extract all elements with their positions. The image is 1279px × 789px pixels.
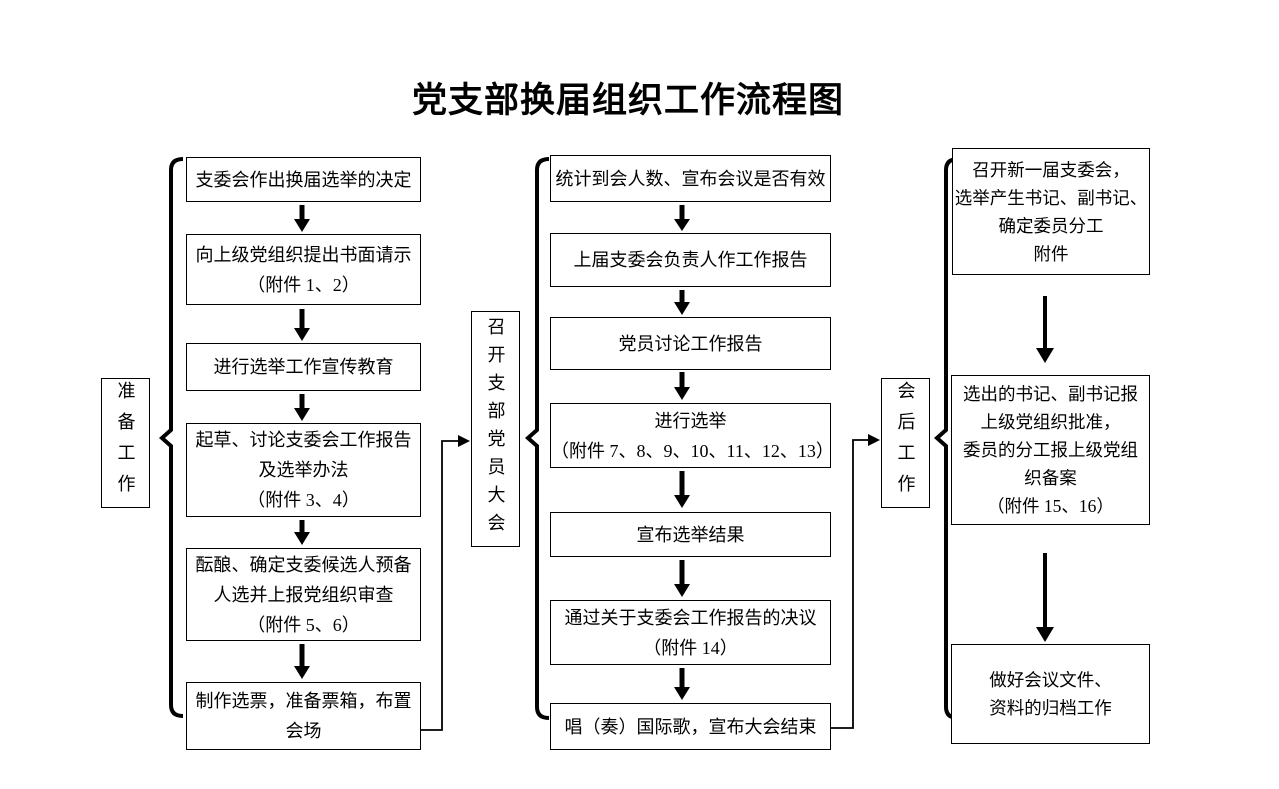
arrow-down-icon — [1036, 296, 1054, 363]
flow-box-preparation-5: 酝酿、确定支委候选人预备 人选并上报党组织审查 （附件 5、6） — [186, 548, 421, 641]
stage-label-assembly: 召开支部党员大会 — [471, 311, 520, 547]
stage-label-preparation: 准备工作 — [101, 378, 150, 508]
elbow-connector-to-assembly — [421, 435, 470, 731]
flow-box-preparation-1: 支委会作出换届选举的决定 — [186, 157, 421, 202]
flow-box-assembly-1: 统计到会人数、宣布会议是否有效 — [550, 155, 831, 202]
flow-box-assembly-6: 通过关于支委会工作报告的决议 （附件 14） — [550, 600, 831, 665]
arrow-down-icon — [674, 205, 690, 231]
arrow-down-icon — [294, 520, 310, 545]
flow-box-assembly-3: 党员讨论工作报告 — [550, 317, 831, 370]
flow-box-assembly-4: 进行选举 （附件 7、8、9、10、11、12、13） — [550, 403, 834, 468]
flow-box-preparation-6: 制作选票，准备票箱，布置 会场 — [186, 682, 421, 750]
flow-box-preparation-3: 进行选举工作宣传教育 — [186, 343, 421, 391]
brace-preparation-column — [158, 157, 184, 718]
flow-box-assembly-7: 唱（奏）国际歌，宣布大会结束 — [550, 703, 831, 750]
arrow-down-icon — [674, 290, 690, 315]
elbow-connector-to-post — [831, 434, 880, 729]
page-title: 党支部换届组织工作流程图 — [411, 81, 844, 120]
arrow-down-icon — [674, 560, 690, 597]
brace-assembly-column — [524, 157, 550, 720]
flow-box-preparation-2: 向上级党组织提出书面请示 （附件 1、2） — [186, 234, 421, 305]
stage-label-post: 会后工作 — [881, 378, 930, 508]
arrow-down-icon — [674, 471, 690, 508]
flow-box-assembly-5: 宣布选举结果 — [550, 512, 831, 557]
flow-box-assembly-2: 上届支委会负责人作工作报告 — [550, 233, 831, 287]
arrow-down-icon — [674, 668, 690, 700]
flow-box-post-2: 选出的书记、副书记报 上级党组织批准， 委员的分工报上级党组 织备案 （附件 1… — [951, 375, 1150, 525]
arrow-down-icon — [294, 644, 310, 679]
arrow-down-icon — [294, 309, 310, 341]
flow-box-post-3: 做好会议文件、 资料的归档工作 — [951, 644, 1150, 744]
flow-box-post-1: 召开新一届支委会， 选举产生书记、副书记、 确定委员分工 附件 — [952, 148, 1150, 275]
arrow-down-icon — [1036, 553, 1054, 642]
flow-box-preparation-4: 起草、讨论支委会工作报告 及选举办法 （附件 3、4） — [186, 423, 421, 517]
arrow-down-icon — [674, 372, 690, 400]
arrow-down-icon — [294, 205, 310, 232]
arrow-down-icon — [294, 394, 310, 421]
